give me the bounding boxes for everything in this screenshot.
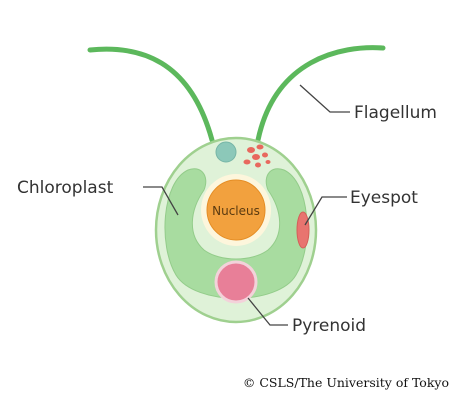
flagellum-label: Flagellum: [354, 103, 437, 123]
flagellum-left: [87, 46, 215, 143]
contractile-vacuole: [215, 141, 237, 163]
pyrenoid-leader: [247, 297, 288, 326]
flagellum-leader: [299, 84, 350, 113]
eyespot-leader: [304, 196, 347, 226]
chloroplast-label: Chloroplast: [17, 178, 114, 198]
nucleus: [206, 179, 266, 241]
pyrenoid: [214, 260, 258, 304]
granules: [243, 144, 271, 168]
flagellum-right: [255, 45, 386, 143]
chloroplast: [164, 168, 308, 299]
copyright-notice: © CSLS/The University of Tokyo: [242, 375, 449, 390]
eyespot: [296, 211, 310, 249]
eyespot-label: Eyespot: [350, 188, 418, 208]
pyrenoid-label: Pyrenoid: [292, 316, 366, 336]
nucleus-label: Nucleus: [212, 204, 260, 218]
chloroplast-leader: [143, 186, 179, 216]
